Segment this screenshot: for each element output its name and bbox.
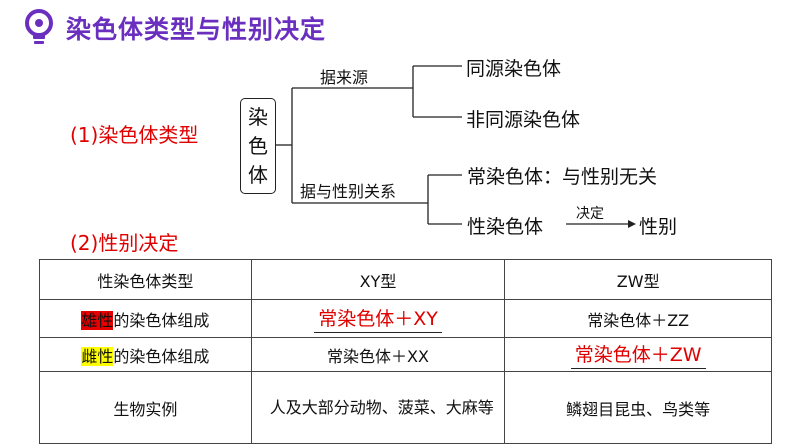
table-row-male: 雄性的染色体组成 常染色体＋XY 常染色体＋ZZ bbox=[39, 299, 772, 338]
section-sex-determination: (2)性别决定 bbox=[70, 231, 179, 255]
header-cell: 性染色体类型 bbox=[39, 259, 252, 300]
root-char: 染 bbox=[248, 104, 268, 129]
red-answer-text: 常染色体＋XY bbox=[318, 308, 438, 330]
male-zw-cell: 常染色体＋ZZ bbox=[504, 299, 772, 338]
examples-zw-cell: 鳞翅目昆虫、鸟类等 bbox=[504, 371, 772, 444]
table-row-female: 雌性的染色体组成 常染色体＋XX 常染色体＋ZW bbox=[39, 337, 772, 372]
red-answer-text: 常染色体＋ZW bbox=[574, 344, 702, 366]
root-char: 色 bbox=[248, 133, 268, 158]
tree-connectors bbox=[276, 65, 636, 228]
lightbulb-icon bbox=[25, 9, 53, 44]
row-label-female: 雌性的染色体组成 bbox=[39, 337, 252, 372]
leaf-autosome: 常染色体：与性别无关 bbox=[467, 166, 658, 188]
male-xy-answer: 常染色体＋XY bbox=[250, 299, 506, 338]
leaf-sex: 性别 bbox=[639, 216, 678, 238]
arrow-label-determines: 决定 bbox=[576, 206, 604, 222]
female-xy-cell: 常染色体＋XX bbox=[250, 337, 506, 372]
page-title: 染色体类型与性别决定 bbox=[66, 15, 327, 44]
arrow-head bbox=[628, 220, 636, 228]
section-chromosome-types: (1)染色体类型 bbox=[70, 123, 199, 147]
female-highlight: 雌性 bbox=[81, 346, 114, 366]
leaf-non-homologous: 非同源染色体 bbox=[466, 109, 581, 131]
branch-by-origin: 据来源 bbox=[320, 68, 369, 87]
header-cell: XY型 bbox=[250, 259, 506, 300]
root-node-chromosome: 染 色 体 bbox=[240, 98, 276, 194]
row-label-examples: 生物实例 bbox=[39, 371, 252, 444]
male-highlight: 雄性 bbox=[81, 310, 114, 330]
root-char: 体 bbox=[248, 162, 268, 187]
leaf-homologous: 同源染色体 bbox=[466, 58, 562, 80]
row-label-rest: 的染色体组成 bbox=[113, 310, 210, 330]
female-zw-answer: 常染色体＋ZW bbox=[504, 337, 772, 372]
row-label-male: 雄性的染色体组成 bbox=[39, 299, 252, 338]
branch-by-sex: 据与性别关系 bbox=[300, 182, 397, 201]
examples-xy-cell: 人及大部分动物、菠菜、大麻等 bbox=[250, 371, 506, 444]
leaf-sex-chromosome: 性染色体 bbox=[467, 216, 544, 238]
row-label-rest: 的染色体组成 bbox=[113, 346, 210, 366]
table-header-row: 性染色体类型 XY型 ZW型 bbox=[39, 259, 772, 300]
header-cell: ZW型 bbox=[504, 259, 772, 300]
table-row-examples: 生物实例 人及大部分动物、菠菜、大麻等 鳞翅目昆虫、鸟类等 bbox=[39, 371, 772, 444]
sex-determination-table: 性染色体类型 XY型 ZW型 雄性的染色体组成 常染色体＋XY 常染色体＋ZZ … bbox=[39, 259, 772, 444]
